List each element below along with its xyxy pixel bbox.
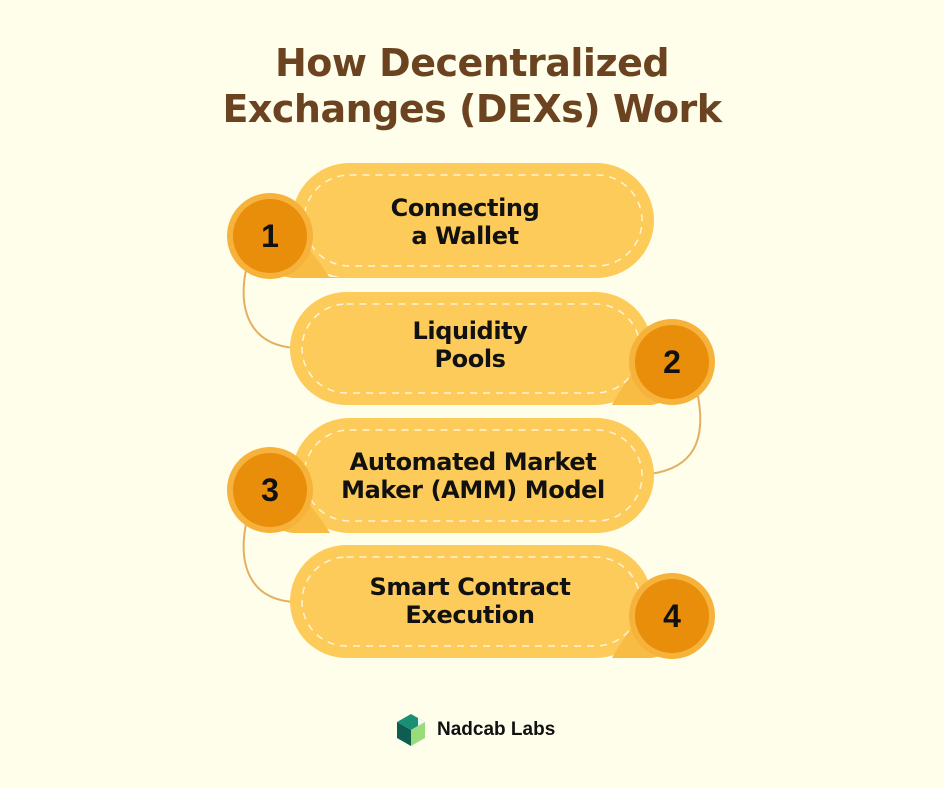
connector-1-2 — [242, 269, 296, 349]
step-1-label: Connecting a Wallet — [390, 194, 540, 250]
step-2-label: Liquidity Pools — [412, 317, 528, 373]
step-4-shape — [290, 545, 715, 659]
step-1-number-badge: 1 — [261, 218, 279, 254]
step-1-shape — [227, 163, 654, 279]
step-3-shape — [227, 418, 654, 533]
title-line-2: Exchanges (DEXs) Work — [222, 87, 722, 131]
connector-3-4 — [242, 523, 296, 603]
step-4-label: Smart Contract Execution — [369, 573, 571, 629]
brand-footer: Nadcab Labs — [393, 712, 555, 748]
step-4-number-badge: 4 — [663, 598, 681, 634]
page-title: How Decentralized Exchanges (DEXs) Work — [0, 40, 944, 132]
step-2-shape — [290, 292, 715, 405]
step-2-number-badge: 2 — [663, 344, 681, 380]
step-3-label: Automated Market Maker (AMM) Model — [341, 448, 605, 504]
brand-name: Nadcab Labs — [437, 719, 556, 740]
step-3-number-badge: 3 — [261, 472, 279, 508]
connector-2-3 — [649, 395, 702, 475]
title-line-1: How Decentralized — [274, 41, 670, 85]
hexagon-cube-logo-icon — [397, 714, 425, 746]
